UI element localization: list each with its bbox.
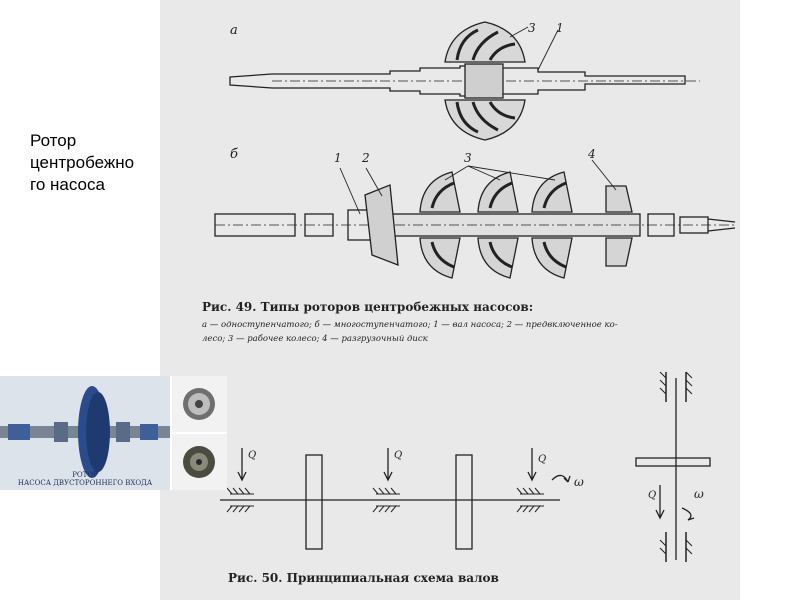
omega-label-2: ω (694, 487, 704, 501)
fig49b-callout-3: 3 (464, 151, 472, 165)
impeller-thumb-2-illustration (183, 446, 215, 478)
rotor-photo-illustration (0, 376, 170, 490)
impeller-thumb-2 (172, 434, 227, 490)
shaft-scheme-drawing: Q Q Q ω Q ω (220, 371, 711, 562)
load-label-2: Q (394, 450, 402, 461)
figure-50-caption: Рис. 50. Принципиальная схема валов (228, 571, 499, 585)
figure-49-legend-line1: а — одноступенчатого; б — многоступенчат… (202, 320, 618, 330)
mechanical-drawings: а 3 1 б (214, 21, 736, 562)
rotor-photo: РОТОР НАСОСА ДВУСТОРОННЕГО ВХОДА (0, 376, 227, 490)
figure-49-caption: Рис. 49. Типы роторов центробежных насос… (202, 300, 534, 314)
fig49a-callout-1: 1 (556, 21, 564, 35)
figure-49-legend-line2: лесо; 3 — рабочее колесо; 4 — разгрузочн… (202, 334, 428, 344)
fig49b-callout-2: 2 (361, 151, 370, 165)
rotor-single-stage-drawing: а 3 1 (229, 21, 700, 141)
rotor-photo-caption: РОТОР НАСОСА ДВУСТОРОННЕГО ВХОДА (17, 471, 153, 487)
fig49a-callout-3: 3 (528, 21, 536, 35)
rotor-photo-main: РОТОР НАСОСА ДВУСТОРОННЕГО ВХОДА (0, 376, 170, 490)
fig49-label-b: б (230, 147, 238, 162)
slide-title: Ротор центробежно го насоса (30, 131, 135, 194)
load-label-4: Q (648, 490, 656, 501)
fig49b-callout-1: 1 (334, 151, 342, 165)
load-label-1: Q (248, 450, 256, 461)
load-label-3: Q (538, 454, 546, 465)
scanned-page: а 3 1 б (160, 0, 740, 600)
rotor-multi-stage-drawing: б (214, 147, 736, 279)
fig49-label-a: а (230, 23, 238, 38)
fig49b-callout-4: 4 (587, 147, 596, 161)
omega-label-1: ω (574, 475, 584, 489)
impeller-thumb-1 (172, 376, 227, 432)
impeller-thumb-1-illustration (183, 388, 215, 420)
